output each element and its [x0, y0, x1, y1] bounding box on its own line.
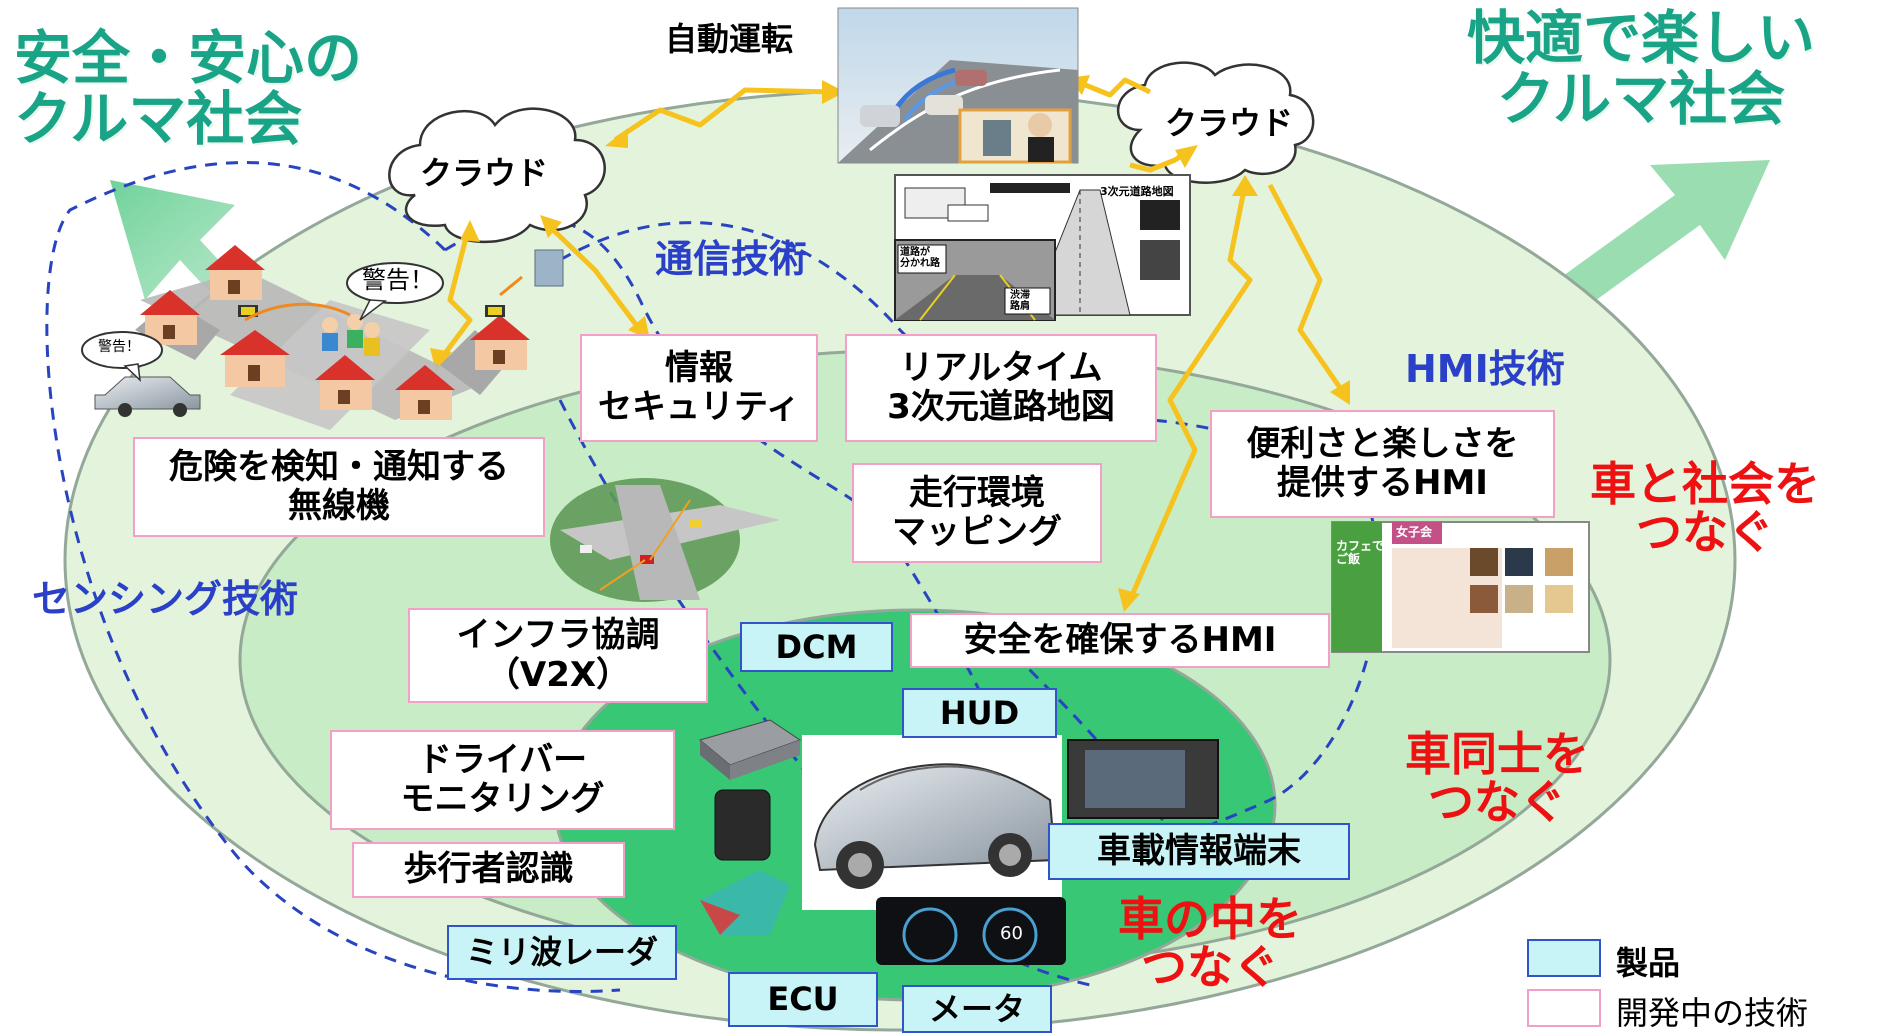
arrowheads [430, 75, 1350, 612]
dcm-module-image [698, 719, 802, 780]
v2x-intersection-image [550, 478, 780, 602]
mmwave-radar-box: ミリ波レーダ [447, 925, 677, 980]
children-icon [322, 314, 380, 356]
ecu-box: ECU [728, 972, 878, 1027]
hud-box: HUD [902, 688, 1057, 738]
cloud-label-right: クラウド [1165, 104, 1294, 142]
infra-coop-box: インフラ協調 （V2X） [408, 608, 708, 703]
legend-dev-swatch [1527, 989, 1601, 1027]
warning-signal-lines [244, 275, 523, 322]
connection-arrows [438, 77, 1348, 601]
cloud-label-left: クラウド [420, 154, 549, 192]
legend-product-swatch [1527, 939, 1601, 977]
house-icon [140, 290, 200, 345]
legend-product-label: 製品 [1616, 944, 1681, 982]
road-map-image [894, 174, 1191, 321]
sensing-tech-label: センシング技術 [32, 577, 299, 621]
navigation-screen-image [1331, 521, 1590, 653]
theme-connect-inside: 車の中を つなぐ [1118, 892, 1302, 995]
map-inset-label: 3次元道路地図 [1100, 185, 1174, 198]
infotainment-unit-image [1067, 739, 1219, 819]
car-icon [94, 376, 201, 417]
realtime-3d-map-box: リアルタイム 3次元道路地図 [845, 334, 1157, 442]
house-icon [470, 315, 530, 370]
communication-tech-label: 通信技術 [655, 237, 808, 281]
ecu-unit-image [714, 789, 771, 861]
convenient-hmi-box: 便利さと楽しさを 提供するHMI [1210, 410, 1555, 518]
warning-bubble-text: 警告！ [362, 266, 434, 294]
driver-monitoring-box: ドライバー モニタリング [330, 730, 675, 830]
building-icon [534, 249, 564, 287]
antenna-icon [238, 305, 505, 317]
legend-dev-label: 開発中の技術 [1616, 994, 1809, 1032]
map-inset-label: 道路が 分かれ路 [900, 247, 940, 269]
pedestrian-recognition-box: 歩行者認識 [352, 842, 625, 898]
meter-box: メータ [902, 985, 1052, 1033]
hazard-radio-box: 危険を検知・通知する 無線機 [133, 437, 545, 537]
warning-bubble-text-small: 警告！ [98, 339, 140, 355]
autonomous-driving-image [837, 7, 1079, 164]
info-security-box: 情報 セキュリティ [580, 334, 818, 442]
meter-cluster-image [876, 897, 1066, 965]
theme-connect-vehicles: 車同士を つなぐ [1405, 727, 1589, 830]
map-inset-label: 渋滞 路肩 [1010, 290, 1030, 312]
theme-connect-society: 車と社会を つなぐ [1590, 457, 1820, 560]
house-icon [315, 355, 375, 410]
house-icon [220, 330, 290, 387]
speech-bubble [81, 262, 444, 382]
title-safety-society: 安全・安心の クルマ社会 [14, 24, 363, 153]
screen-tab-label: カフェで ご飯 [1336, 539, 1385, 566]
safety-hmi-box: 安全を確保するHMI [910, 613, 1330, 668]
dcm-box: DCM [740, 622, 893, 672]
cloud-icon [1116, 61, 1315, 184]
env-mapping-box: 走行環境 マッピング [852, 463, 1102, 563]
car-cutaway-image [802, 735, 1062, 910]
cloud-icon [388, 107, 606, 244]
title-fun-society: 快適で楽しい クルマ社会 [1467, 4, 1816, 133]
meter-reading: 60 [1000, 923, 1023, 944]
autonomous-driving-label: 自動運転 [665, 20, 794, 58]
radar-unit-image [700, 870, 790, 935]
in-vehicle-terminal-box: 車載情報端末 [1048, 823, 1350, 880]
house-icon [205, 245, 265, 300]
house-icon [395, 365, 455, 420]
screen-tab-label: 女子会 [1396, 525, 1433, 539]
hmi-tech-label: HMI技術 [1405, 347, 1565, 391]
